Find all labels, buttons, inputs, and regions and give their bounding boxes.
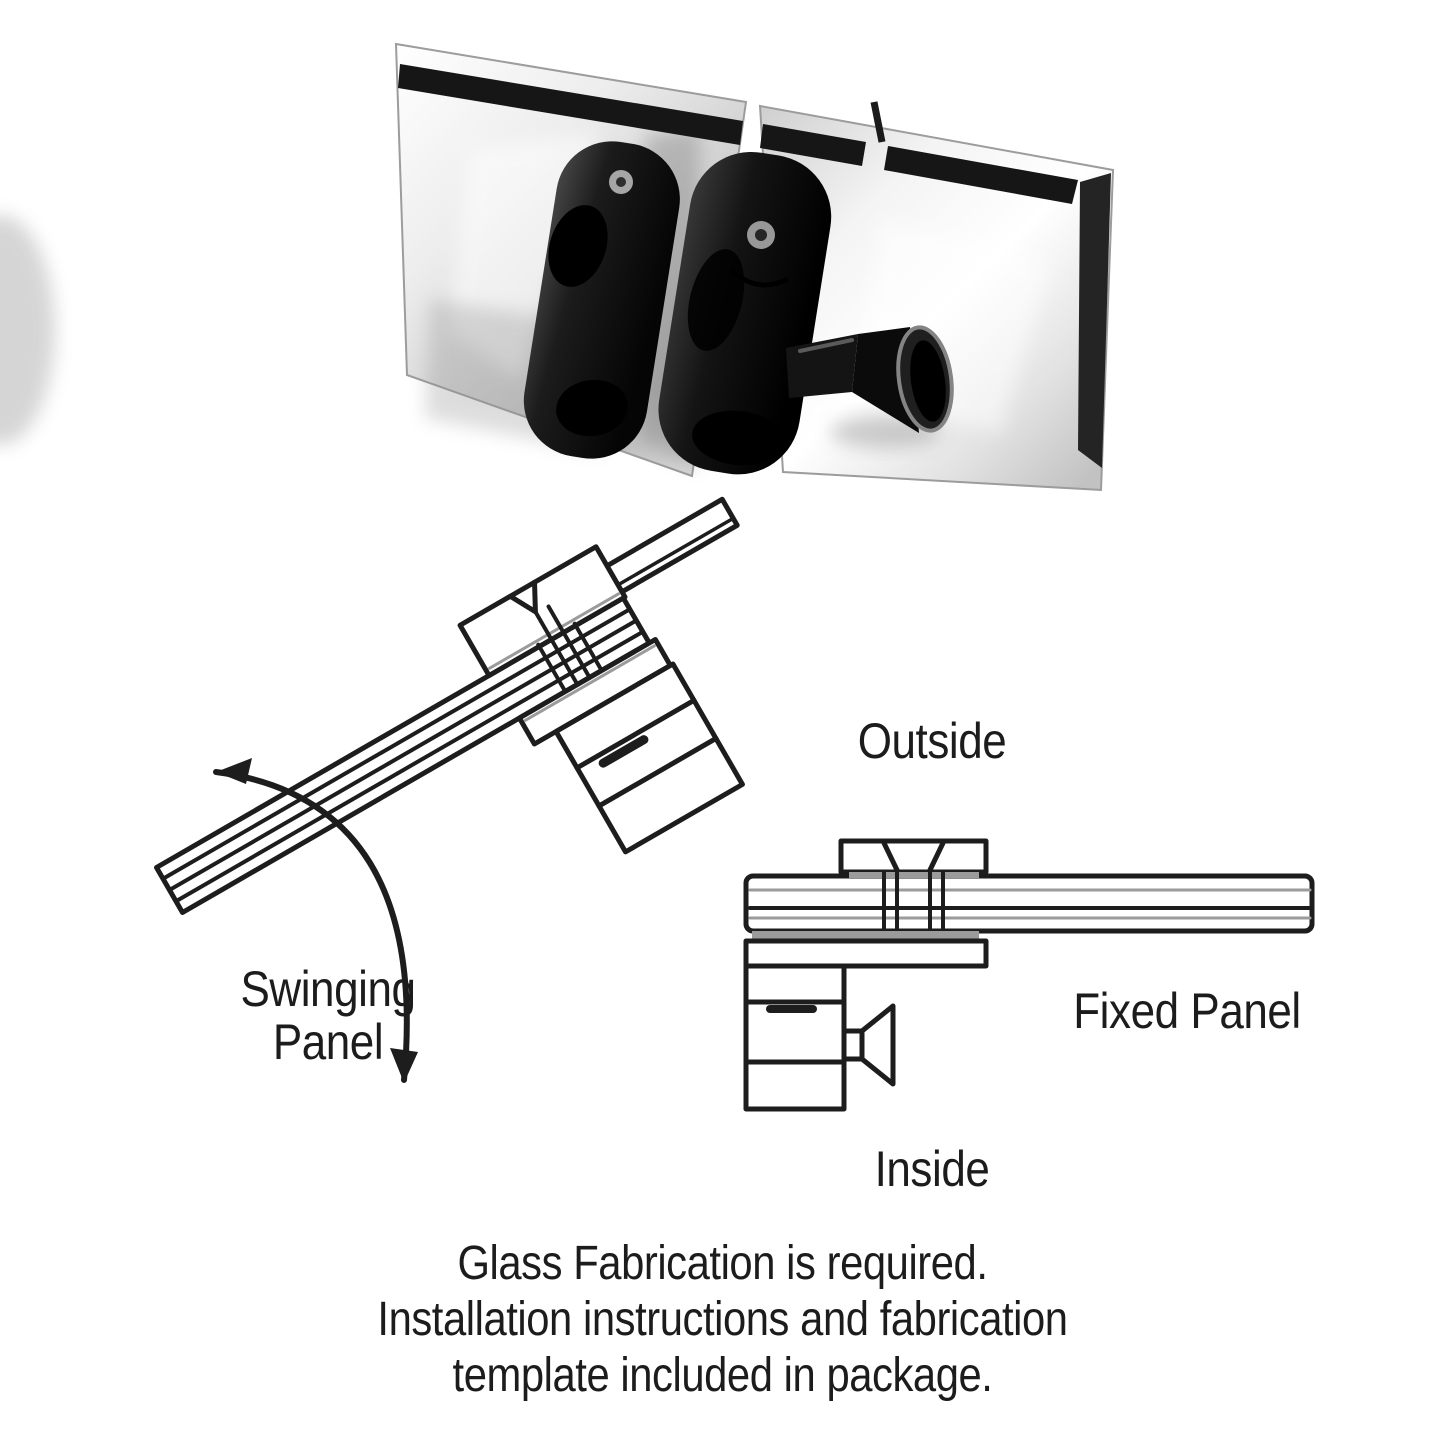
- label-outside: Outside: [857, 713, 1007, 769]
- right-plate-slit: [870, 101, 886, 143]
- gasket-bottom: [752, 931, 979, 941]
- hinge-right-lobe: [658, 151, 832, 475]
- hinge-screw-right: [730, 221, 789, 288]
- product-photo: [0, 42, 1115, 492]
- fabrication-note-line2: Installation instructions and fabricatio…: [377, 1293, 1068, 1346]
- left-plate-gasket-strip: [398, 64, 743, 145]
- side-screw: [841, 1003, 896, 1087]
- right-plate-gasket-strip-b: [884, 146, 1078, 204]
- glass-panel-section: [743, 873, 1315, 934]
- hinge-body: [523, 141, 832, 475]
- latch-body-section: [743, 963, 847, 1112]
- latch-body: [553, 661, 745, 855]
- right-plate-edge: [1078, 173, 1111, 468]
- swinging-panel-band: [154, 595, 652, 916]
- latch-knob-cone: [786, 325, 954, 433]
- gasket-top: [849, 872, 979, 878]
- screw-shaft-lines: [882, 870, 945, 943]
- label-swinging-panel: Swinging Panel: [240, 963, 415, 1069]
- label-inside: Inside: [874, 1141, 990, 1197]
- fabrication-note: Glass Fabrication is required. Installat…: [94, 1236, 1351, 1404]
- hinge-cutouts: [548, 205, 784, 466]
- label-swinging-panel-line2: Panel: [272, 1014, 384, 1070]
- fabrication-note-line1: Glass Fabrication is required.: [457, 1237, 988, 1290]
- swinging-panel-diagram: [154, 496, 745, 1083]
- knob-mouth-hole: [910, 340, 946, 422]
- outside-clamp-section: [838, 838, 989, 875]
- hinge-screw-left: [609, 170, 633, 194]
- label-fixed-panel: Fixed Panel: [1073, 983, 1301, 1039]
- fabrication-note-line3: template included in package.: [452, 1349, 993, 1402]
- label-swinging-panel-line1: Swinging: [240, 961, 416, 1017]
- outside-clamp-plate: [457, 544, 628, 678]
- inside-clamp-section: [743, 938, 989, 969]
- right-plate-gasket-strip-a: [760, 124, 866, 166]
- swing-arc-arrow: [213, 758, 418, 1083]
- right-plate: [0, 101, 1115, 492]
- screw-through-glass: [534, 604, 604, 694]
- cross-section-diagram: [743, 838, 1315, 1112]
